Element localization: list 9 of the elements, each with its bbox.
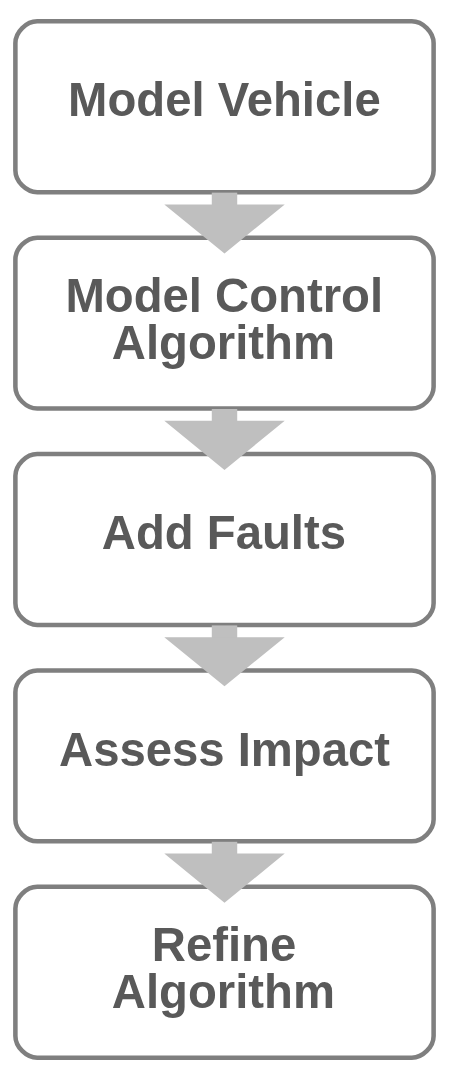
node-box: Model Control Algorithm [13, 235, 436, 411]
arrow [164, 625, 285, 687]
node-box: Add Faults [13, 451, 436, 628]
node-box: Assess Impact [13, 668, 436, 844]
node-box: Model Vehicle [13, 19, 436, 195]
arrow [164, 841, 285, 903]
node-box: Refine Algorithm [13, 884, 436, 1060]
arrow [164, 192, 285, 254]
arrow [164, 409, 285, 470]
